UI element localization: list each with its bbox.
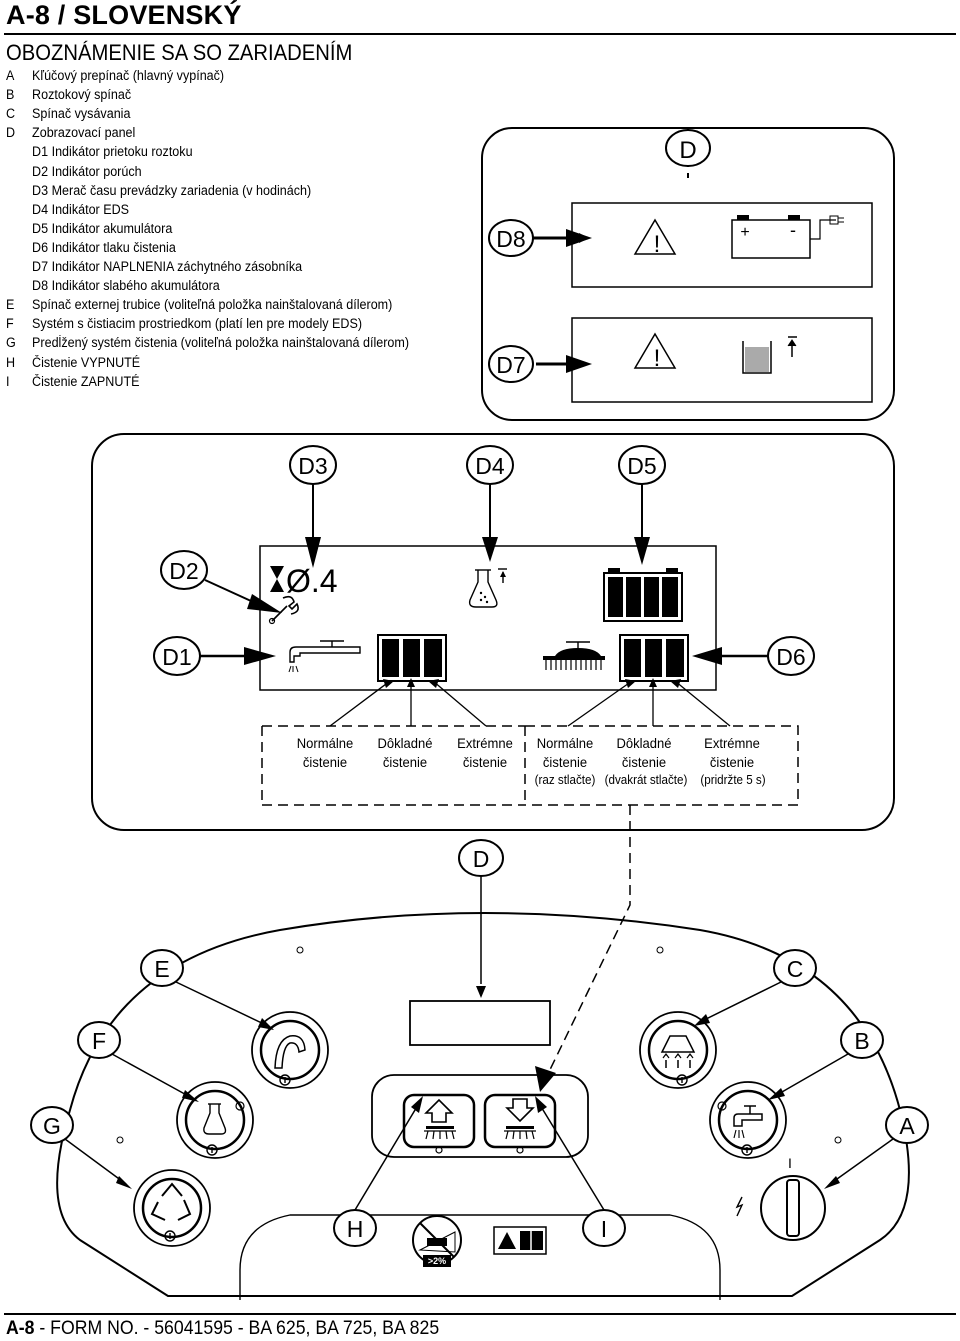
callout-G: G: [43, 1113, 61, 1139]
scrub-pressure-level-bars: [619, 634, 689, 682]
legend-text: D7 Indikátor NAPLNENIA záchytného zásobn…: [32, 259, 303, 274]
footer-rule: [4, 1313, 956, 1315]
warning-triangle-icon: !: [633, 218, 677, 258]
footer: A-8 - FORM NO. - 56041595 - BA 625, BA 7…: [6, 1318, 439, 1340]
slope-warning-icon: >2%: [412, 1215, 462, 1267]
legend-text: Spínač externej trubice (voliteľná polož…: [32, 297, 393, 313]
callout-B: B: [854, 1028, 869, 1054]
callout-D3: D3: [298, 453, 327, 479]
svg-text:+: +: [740, 224, 749, 241]
legend-text: Čistenie ZAPNUTÉ: [32, 373, 140, 389]
legend-text: D2 Indikátor porúch: [32, 163, 142, 179]
svg-text:!: !: [654, 231, 661, 258]
legend-key: E: [6, 297, 15, 313]
scrub-on-button-icon: [504, 1098, 536, 1140]
battery-gauge-icon: [603, 568, 683, 622]
recovery-tank-full-icon: [742, 336, 797, 374]
hourglass-icon: [270, 566, 284, 592]
footer-page: A-8: [6, 1318, 35, 1339]
svg-text:-: -: [790, 220, 796, 240]
legend-key: F: [6, 316, 14, 332]
section-title: OBOZNÁMENIE SA SO ZARIADENÍM: [6, 40, 353, 65]
callout-D7: D7: [496, 352, 525, 378]
vacuum-switch-button: [639, 1011, 717, 1089]
legend-text: D6 Indikátor tlaku čistenia: [32, 239, 176, 255]
read-manual-warning-icon: [493, 1226, 547, 1255]
wand-switch-button: [251, 1011, 329, 1089]
legend-text: Predĺžený systém čistenia (voliteľná pol…: [32, 335, 410, 351]
low-battery-icon: + -: [731, 215, 844, 259]
eds-detergent-icon: [468, 568, 507, 608]
key-switch: I: [735, 1155, 826, 1241]
legend-key: A: [6, 68, 15, 83]
legend-text: D4 Indikátor EDS: [32, 201, 130, 217]
solution-switch-button: [709, 1081, 787, 1159]
legend-text: Čistenie VYPNUTÉ: [32, 354, 141, 370]
dashboard-console-diagram: D E F: [30, 839, 929, 1300]
solution-flow-icon: [288, 640, 361, 673]
svg-text:>2%: >2%: [428, 1256, 446, 1266]
callout-F: F: [92, 1028, 106, 1054]
legend-key: I: [6, 373, 10, 389]
callout-A: A: [899, 1113, 915, 1139]
svg-text:!: !: [654, 345, 661, 372]
callout-E: E: [154, 956, 169, 982]
legend-text: Zobrazovací panel: [32, 125, 136, 141]
extended-scrub-button: [133, 1169, 211, 1247]
callout-D5: D5: [627, 453, 656, 479]
page-title: A-8 / SLOVENSKÝ: [6, 0, 242, 30]
footer-text: - FORM NO. - 56041595 - BA 625, BA 725, …: [34, 1318, 440, 1339]
legend-key: H: [6, 354, 16, 370]
legend-text: Kľúčový prepínač (hlavný vypínač): [32, 68, 225, 83]
legend-text: D1 Indikátor prietoku roztoku: [32, 144, 193, 160]
callout-H: H: [347, 1216, 364, 1242]
header-rule: [4, 33, 956, 35]
legend-key: C: [6, 106, 16, 122]
callout-D-console: D: [473, 846, 490, 872]
warning-triangle-icon: !: [633, 332, 677, 372]
callout-D1: D1: [162, 644, 191, 670]
hour-meter-value: Ø.4: [286, 563, 338, 599]
legend-text: Spínač vysávania: [32, 106, 131, 122]
callout-D-top: D: [679, 137, 696, 164]
callout-D8: D8: [496, 226, 525, 252]
legend-text: Systém s čistiacim prostriedkom (platí l…: [32, 316, 363, 332]
callout-C: C: [787, 956, 804, 982]
callout-I: I: [601, 1216, 607, 1242]
scrub-off-button-icon: [424, 1098, 456, 1140]
key-on-mark: I: [788, 1155, 792, 1171]
solution-flow-level-bars: [377, 634, 447, 682]
legend-key: B: [6, 87, 15, 103]
legend-text: D3 Merač času prevádzky zariadenia (v ho…: [32, 182, 312, 198]
legend-text: D5 Indikátor akumulátora: [32, 220, 173, 236]
eds-switch-button: [176, 1081, 254, 1159]
callout-D2: D2: [169, 558, 198, 584]
callout-D6: D6: [776, 644, 805, 670]
legend-key: D: [6, 125, 16, 141]
wrench-icon: [268, 595, 299, 625]
legend-text: D8 Indikátor slabého akumulátora: [32, 278, 220, 294]
legend-key: G: [6, 335, 16, 351]
legend-text: Roztokový spínač: [32, 87, 132, 103]
scrub-pressure-icon: [543, 641, 605, 670]
mode-sublabel: (raz stlačte): [534, 773, 596, 787]
mode-sublabel: (dvakrát stlačte): [604, 773, 688, 787]
warning-indicator-panel: D D8 ! + - D7 !: [481, 127, 895, 421]
display-panel-diagram: D3 D4 D5 D2 D1 D6 Ø.4: [91, 433, 895, 1092]
callout-D4: D4: [475, 453, 505, 479]
mode-sublabel: (pridržte 5 s): [700, 773, 766, 787]
